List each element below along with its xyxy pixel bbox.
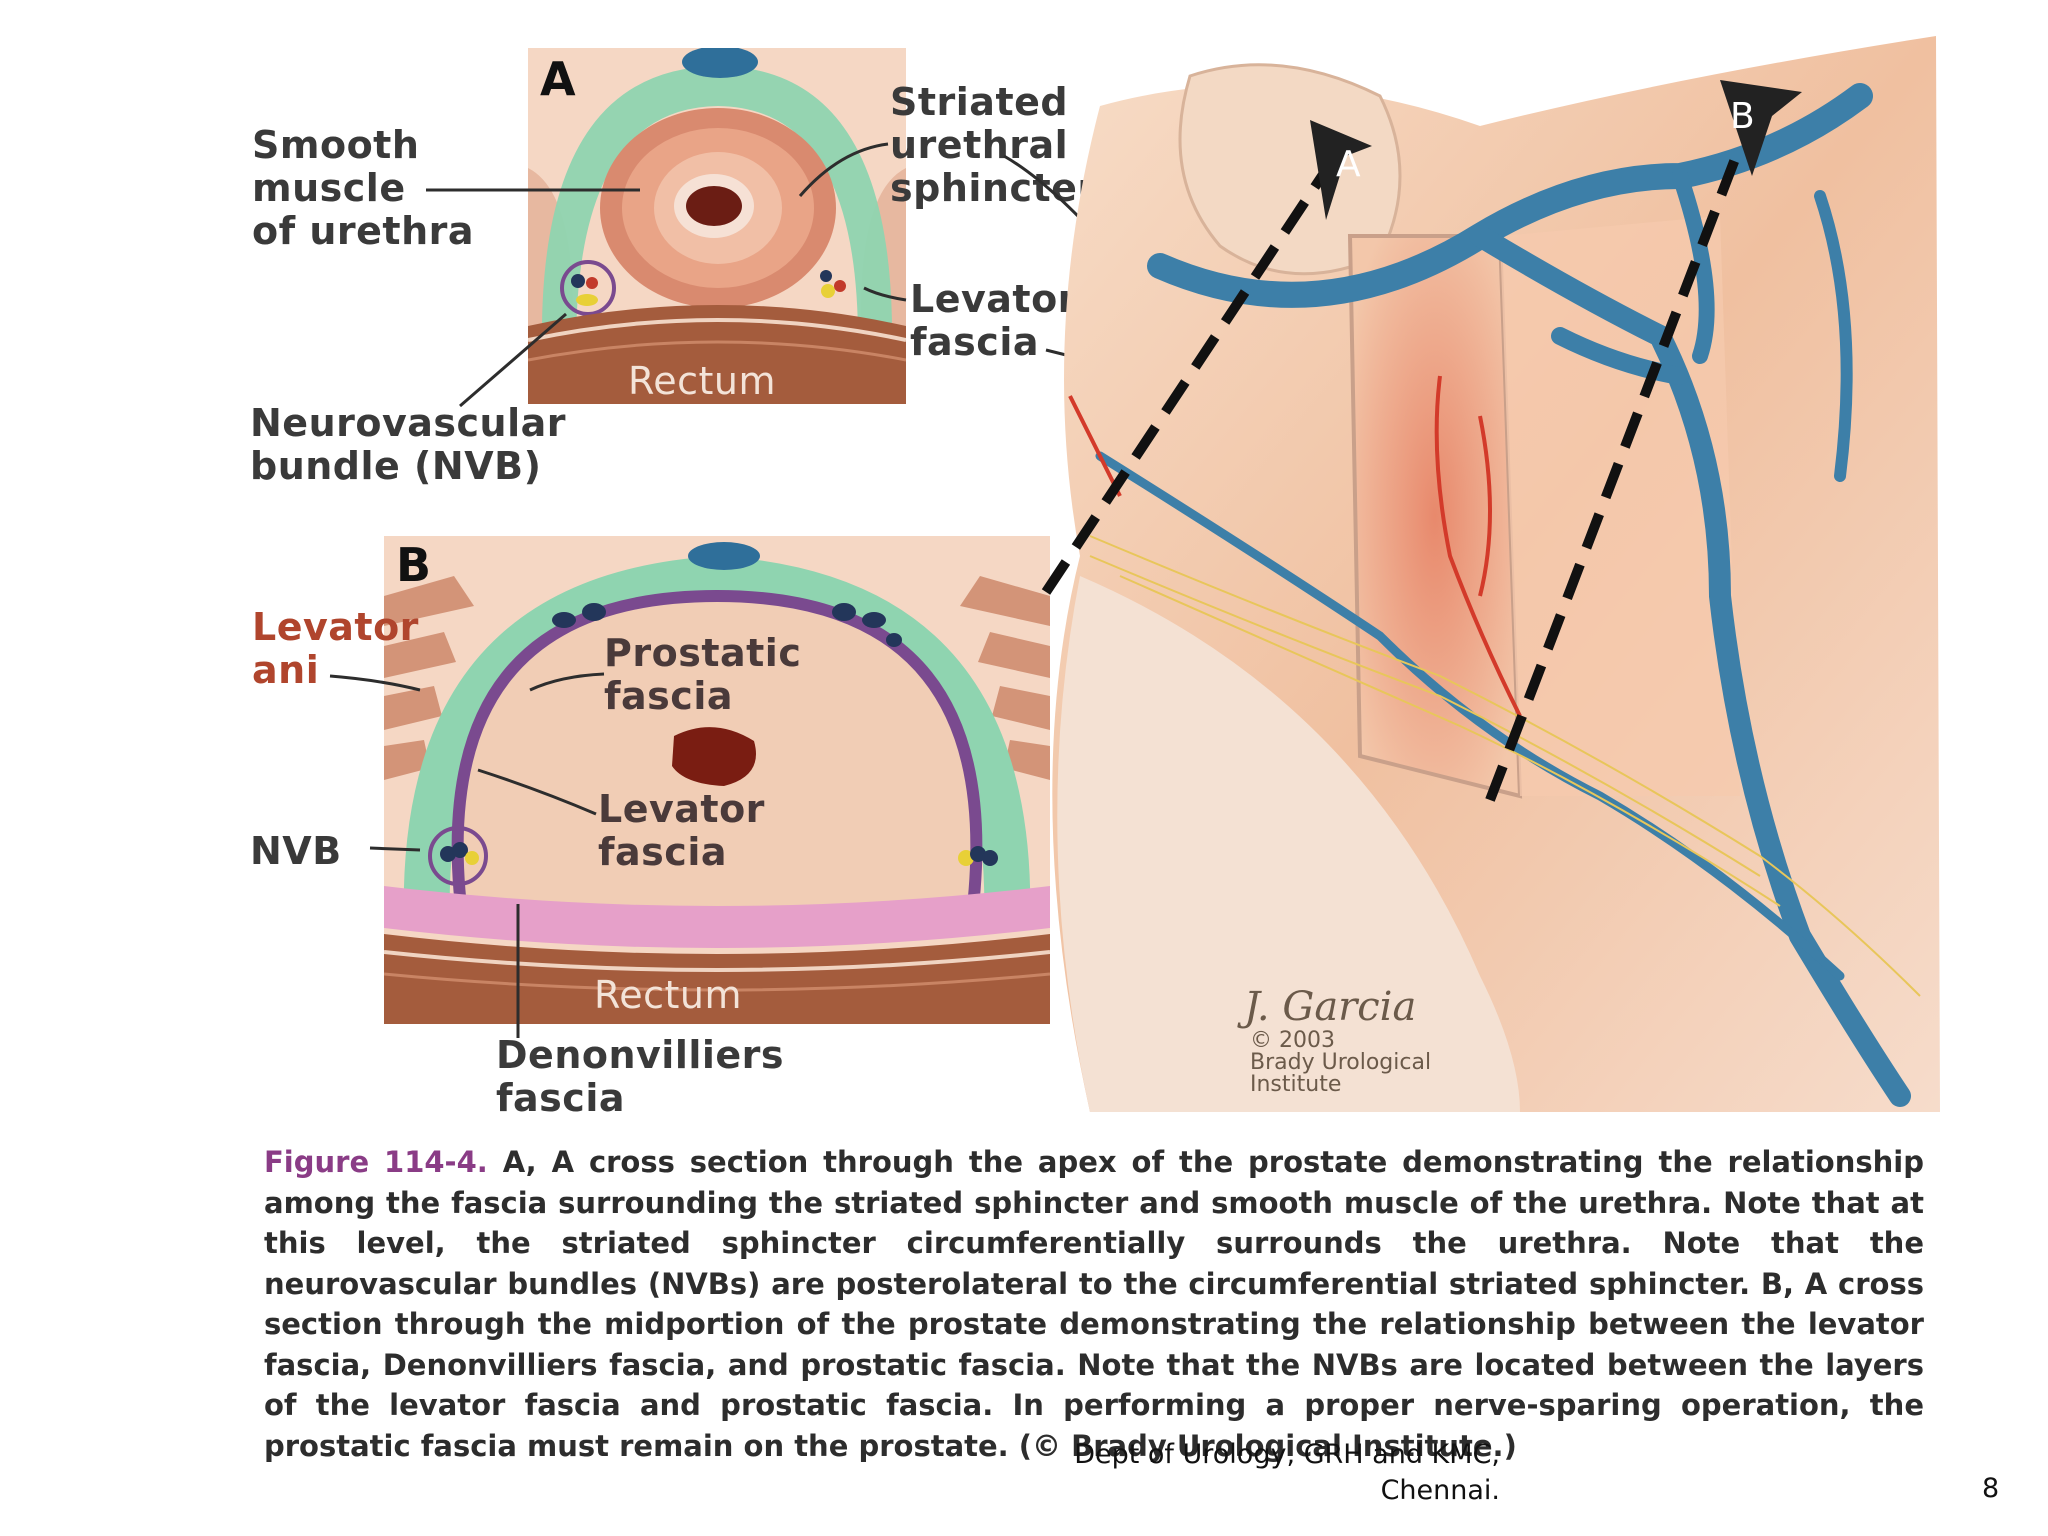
footer-dept: Dept of Urology, GRH and KMC,	[1074, 1439, 1500, 1470]
illustrator-signature: J. Garcia	[1244, 984, 1417, 1030]
figure-caption: Figure 114-4. A, A cross section through…	[264, 1142, 1924, 1466]
label-levator-fascia-b: Levator fascia	[598, 787, 765, 874]
label-levator-ani: Levator ani	[252, 605, 419, 692]
figure-label: Figure 114-4.	[264, 1145, 488, 1179]
label-smooth-muscle: Smooth muscle of urethra	[252, 123, 475, 253]
marker-b-label: B	[1730, 96, 1755, 137]
panel-a-rectum-label: Rectum	[628, 359, 776, 403]
anatomical-illustration: A B	[1041, 36, 1940, 1112]
panel-b-rectum-label: Rectum	[594, 973, 742, 1017]
label-nvb-b: NVB	[250, 829, 342, 873]
panel-b-cross-section	[384, 536, 1050, 1024]
page-number: 8	[1982, 1473, 2000, 1504]
caption-text: A, A cross section through the apex of t…	[264, 1145, 1924, 1463]
marker-a-label: A	[1336, 144, 1361, 185]
panel-a-letter: A	[540, 52, 577, 106]
label-prostatic-fascia: Prostatic fascia	[604, 631, 802, 718]
copyright-stamp: © 2003 Brady Urological Institute	[1250, 1028, 1432, 1097]
label-levator-fascia-a: Levator fascia	[910, 277, 1077, 364]
label-nvb-a: Neurovascular bundle (NVB)	[250, 401, 566, 488]
slide-footer: Dept of Urology, GRH and KMC, Chennai.	[1050, 1437, 1500, 1509]
label-denonvilliers: Denonvilliers fascia	[496, 1033, 785, 1120]
panel-b-letter: B	[396, 538, 432, 592]
footer-city: Chennai.	[1380, 1475, 1500, 1506]
panel-a-cross-section	[528, 48, 906, 404]
